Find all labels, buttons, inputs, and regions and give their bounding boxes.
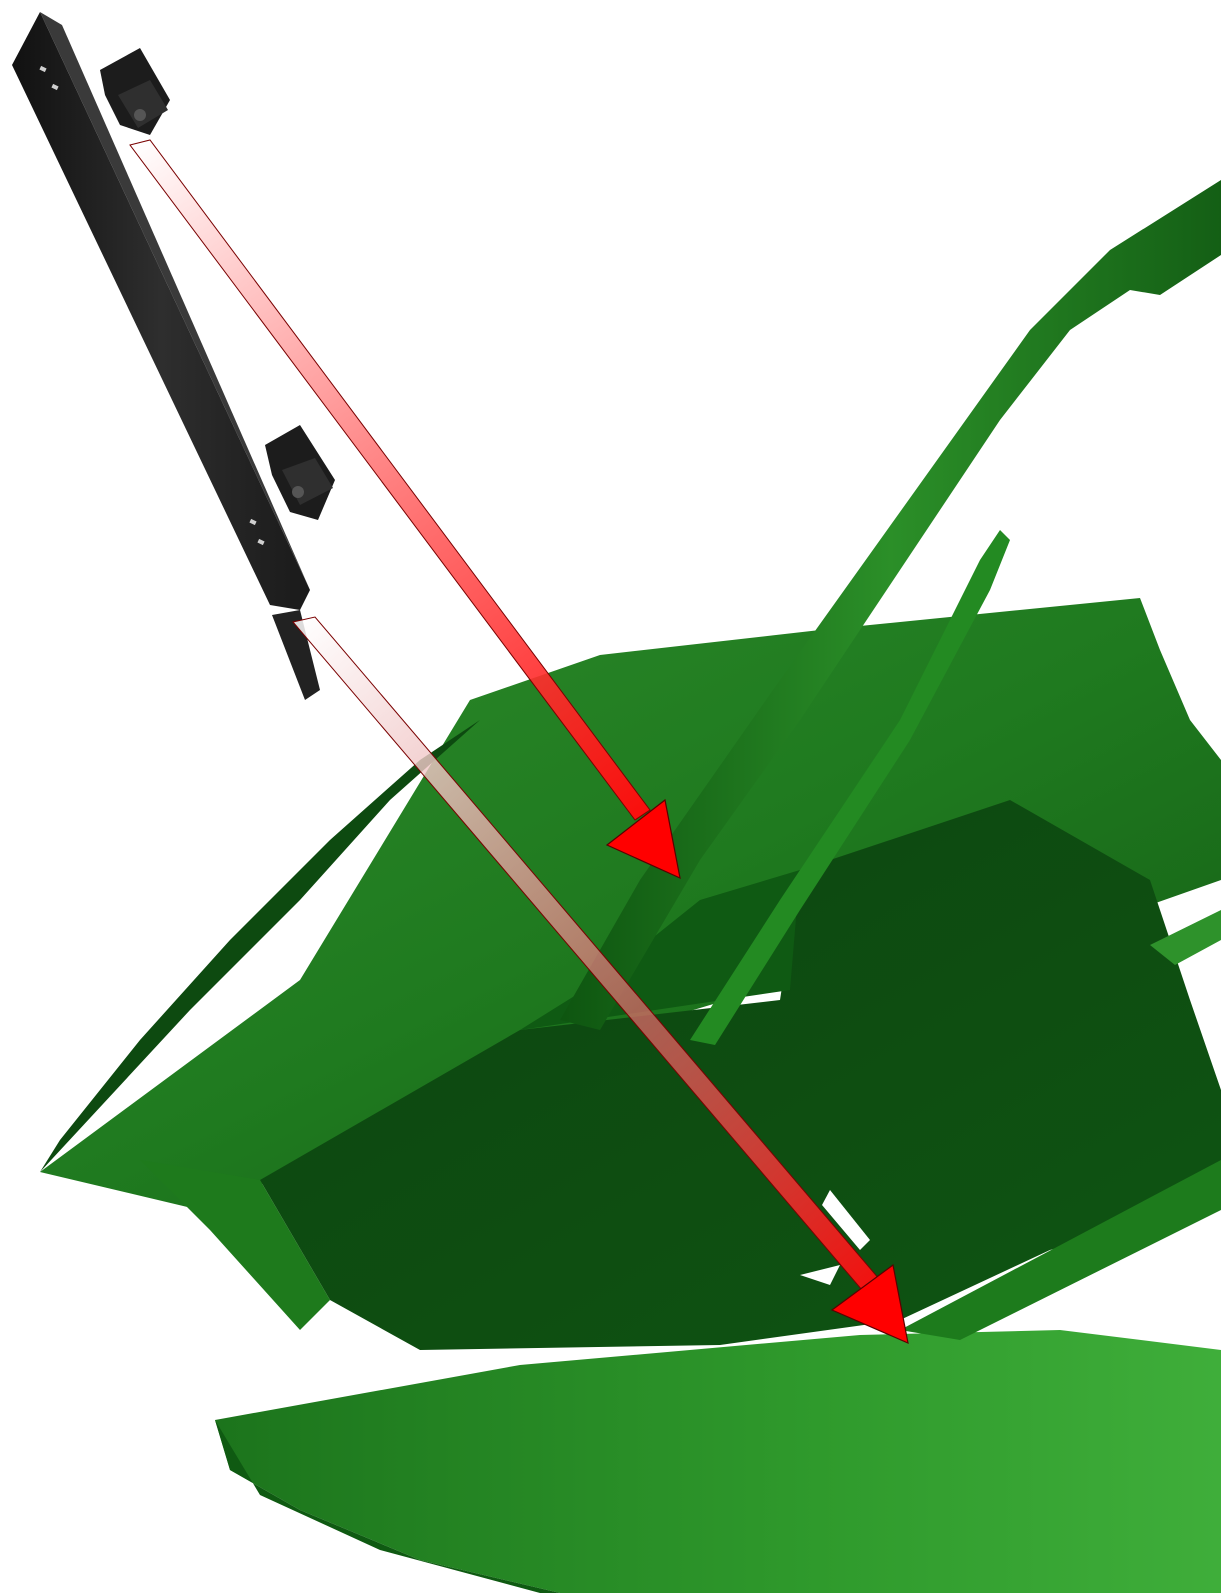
bottom-flap	[215, 1330, 1221, 1593]
mount-upper	[100, 48, 170, 135]
beam-upper	[130, 140, 680, 878]
sensor-bar	[12, 12, 335, 700]
mount-lower	[265, 425, 335, 520]
